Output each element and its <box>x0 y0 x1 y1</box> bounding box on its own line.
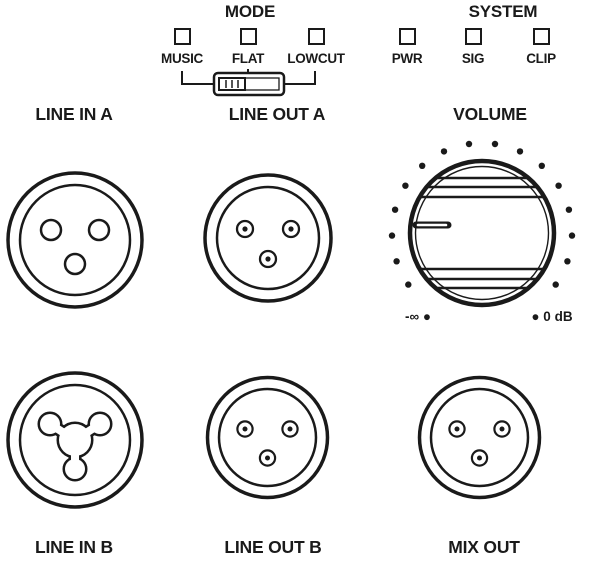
volume-knob[interactable] <box>382 133 582 333</box>
mode-title: MODE <box>224 2 276 21</box>
volume-max-label: ● 0 dB <box>531 309 573 324</box>
flat-led-icon <box>239 28 257 45</box>
line-out-a-label: LINE OUT A <box>228 104 326 124</box>
line-in-b-label: LINE IN B <box>35 537 113 557</box>
volume-min-label: -∞ ● <box>404 309 432 324</box>
mode-indicator-music: MUSIC <box>146 28 218 66</box>
mode-indicator-flat: FLAT <box>212 28 284 66</box>
xlr-male-connector-mix-out <box>417 375 542 500</box>
sig-led-icon <box>464 28 482 45</box>
line-out-b-label: LINE OUT B <box>224 537 322 557</box>
pwr-led-icon <box>398 28 416 45</box>
music-led-icon <box>173 28 191 45</box>
mode-option-label: LOWCUT <box>287 51 345 66</box>
mode-switch[interactable] <box>150 58 350 104</box>
xlr-male-connector-line-out-b <box>205 375 330 500</box>
system-indicator-clip: CLIP <box>505 28 577 66</box>
line-in-a-label: LINE IN A <box>35 104 113 124</box>
combo-connector-line-in-b <box>6 371 144 509</box>
xlr-female-connector-line-in-a <box>6 171 144 309</box>
system-option-label: PWR <box>391 51 423 66</box>
system-title: SYSTEM <box>468 2 538 21</box>
knob-body[interactable] <box>407 158 557 308</box>
mode-option-label: MUSIC <box>161 51 203 66</box>
volume-label: VOLUME <box>453 104 527 124</box>
mix-out-label: MIX OUT <box>448 537 520 557</box>
system-option-label: SIG <box>461 51 485 66</box>
clip-led-icon <box>532 28 550 45</box>
mode-option-label: FLAT <box>231 51 265 66</box>
system-indicator-pwr: PWR <box>371 28 443 66</box>
xlr-male-connector-line-out-a <box>203 173 333 303</box>
system-option-label: CLIP <box>526 51 556 66</box>
lowcut-led-icon <box>307 28 325 45</box>
knob-grip-ridges <box>418 176 546 290</box>
mode-indicator-lowcut: LOWCUT <box>279 28 353 66</box>
volume-tick-dots <box>388 140 576 288</box>
system-indicator-sig: SIG <box>437 28 509 66</box>
